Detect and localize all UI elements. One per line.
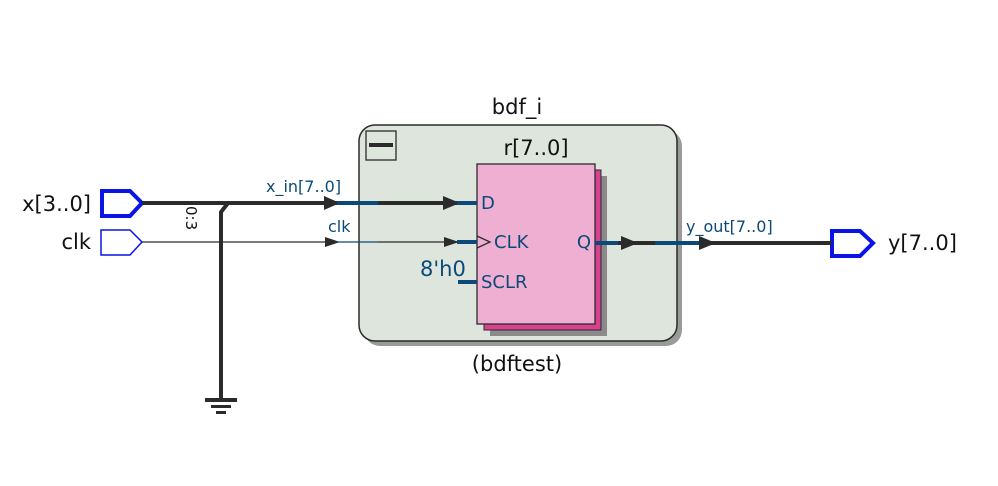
arrow-icon xyxy=(324,196,340,210)
output-port-y-label: y[7..0] xyxy=(888,231,957,255)
arrow-icon xyxy=(443,196,460,210)
ground-bar-2 xyxy=(211,405,231,408)
instance-name: bdf_i xyxy=(492,95,542,120)
minus-icon xyxy=(369,143,393,147)
arrow-icon xyxy=(699,236,716,250)
register-r[interactable] xyxy=(476,163,607,336)
pin-sclr: SCLR xyxy=(481,272,528,293)
ground-wire xyxy=(219,201,230,398)
ground-bar-3 xyxy=(216,411,226,414)
pin-clk: CLK xyxy=(494,232,530,253)
ground-bar-1 xyxy=(205,398,237,402)
net-x-in[interactable] xyxy=(142,196,477,210)
register-name: r[7..0] xyxy=(503,136,568,160)
input-port-x-label: x[3..0] xyxy=(22,192,91,216)
ground-icon xyxy=(205,398,237,414)
instance-entity: (bdftest) xyxy=(472,352,562,376)
input-port-x-icon xyxy=(100,189,145,218)
input-port-clk[interactable] xyxy=(100,229,144,256)
collapse-button[interactable] xyxy=(365,130,397,161)
input-port-clk-icon xyxy=(100,229,144,256)
sclr-constant: 8'h0 xyxy=(420,257,466,281)
net-ground-tap[interactable] xyxy=(219,201,230,398)
clock-edge-icon xyxy=(476,235,492,249)
net-y-out[interactable] xyxy=(595,236,832,250)
output-port-y-icon xyxy=(830,229,876,258)
pin-d: D xyxy=(481,193,495,214)
pin-q: Q xyxy=(577,232,591,253)
net-label-y-out: y_out[7..0] xyxy=(686,217,773,237)
arrow-icon xyxy=(325,237,340,247)
bit-slice-label: 0:3 xyxy=(182,206,200,230)
register-body xyxy=(476,163,596,325)
net-label-x-in: x_in[7..0] xyxy=(266,177,341,197)
arrow-icon xyxy=(444,237,459,247)
input-port-clk-label: clk xyxy=(61,230,91,254)
output-port-y[interactable] xyxy=(830,229,876,258)
net-label-clk: clk xyxy=(328,217,351,236)
net-clk[interactable] xyxy=(142,237,477,247)
input-port-x[interactable] xyxy=(100,189,145,218)
arrow-icon xyxy=(621,236,638,250)
